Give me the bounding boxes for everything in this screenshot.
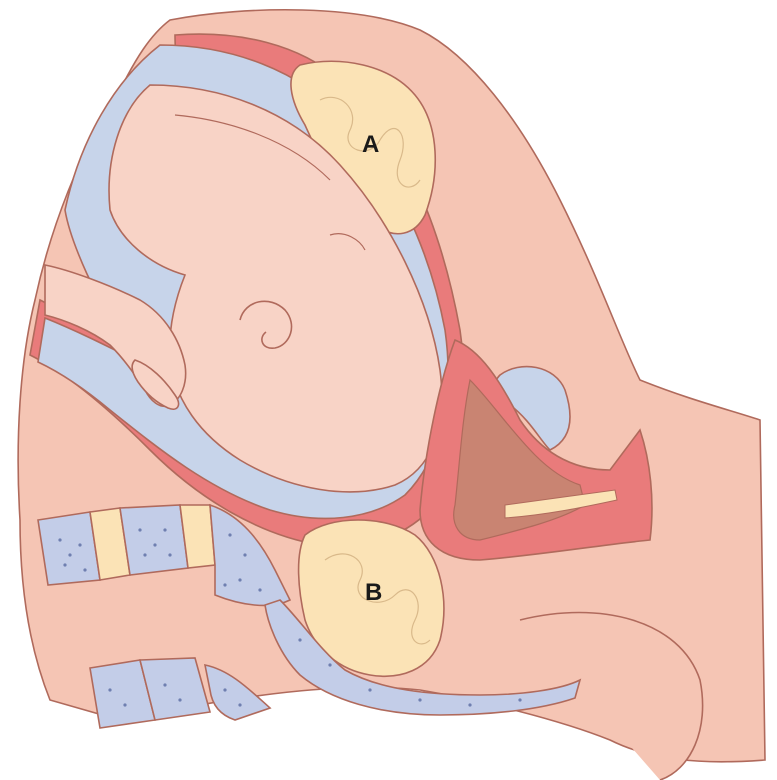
vertebra <box>120 505 188 575</box>
label-b: B <box>365 579 382 606</box>
label-a: A <box>362 131 379 158</box>
vertebra <box>38 512 100 585</box>
